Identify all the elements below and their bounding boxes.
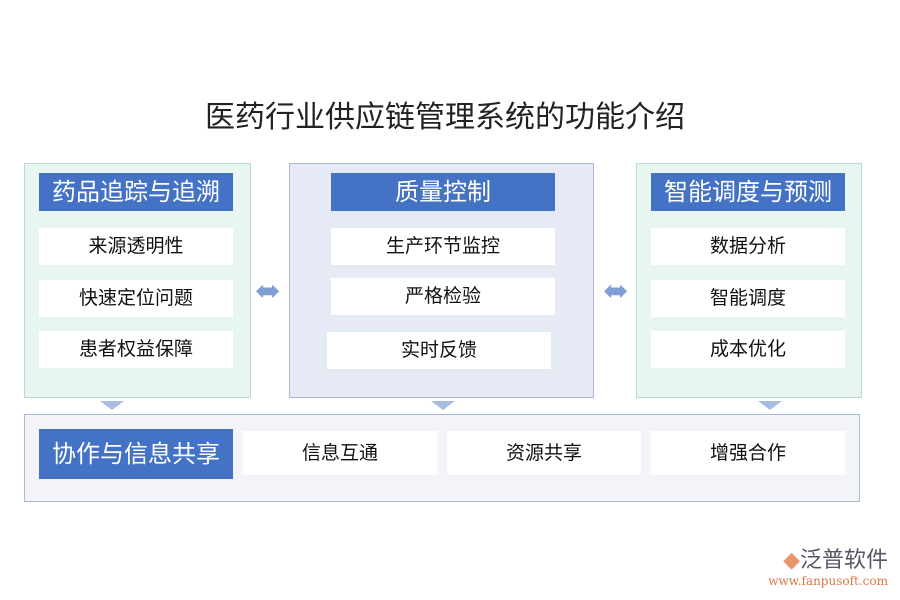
double-arrow-icon: ⬌ xyxy=(603,274,629,309)
section-heading: 协作与信息共享 xyxy=(39,429,233,479)
page-title: 医药行业供应链管理系统的功能介绍 xyxy=(205,100,685,135)
double-arrow-icon: ⬌ xyxy=(255,274,281,309)
section-heading: 智能调度与预测 xyxy=(651,173,845,211)
logo: ◆泛普软件 www.fanpusoft.com xyxy=(768,542,888,588)
list-item: 生产环节监控 xyxy=(331,228,555,265)
list-item: 患者权益保障 xyxy=(39,331,233,368)
list-item: 数据分析 xyxy=(651,228,845,265)
list-item: 智能调度 xyxy=(651,280,845,317)
list-item: 成本优化 xyxy=(651,331,845,368)
list-item: 增强合作 xyxy=(651,431,845,475)
down-arrow-icon xyxy=(758,401,782,410)
section-quality: 质量控制 生产环节监控 严格检验 实时反馈 xyxy=(289,163,594,398)
logo-mark-icon: ◆ xyxy=(783,548,800,573)
logo-name: 泛普软件 xyxy=(799,548,888,573)
down-arrow-icon xyxy=(100,401,124,410)
list-item: 严格检验 xyxy=(331,278,555,315)
section-heading: 药品追踪与追溯 xyxy=(39,173,233,211)
list-item: 信息互通 xyxy=(243,431,437,475)
section-collaboration: 协作与信息共享 信息互通 资源共享 增强合作 xyxy=(24,414,860,502)
section-heading: 质量控制 xyxy=(331,173,555,211)
logo-url: www.fanpusoft.com xyxy=(768,574,888,588)
down-arrow-icon xyxy=(431,401,455,410)
section-tracking: 药品追踪与追溯 来源透明性 快速定位问题 患者权益保障 xyxy=(24,163,251,398)
list-item: 来源透明性 xyxy=(39,228,233,265)
list-item: 快速定位问题 xyxy=(39,280,233,317)
list-item: 资源共享 xyxy=(447,431,641,475)
list-item: 实时反馈 xyxy=(327,332,551,369)
section-scheduling: 智能调度与预测 数据分析 智能调度 成本优化 xyxy=(636,163,862,398)
